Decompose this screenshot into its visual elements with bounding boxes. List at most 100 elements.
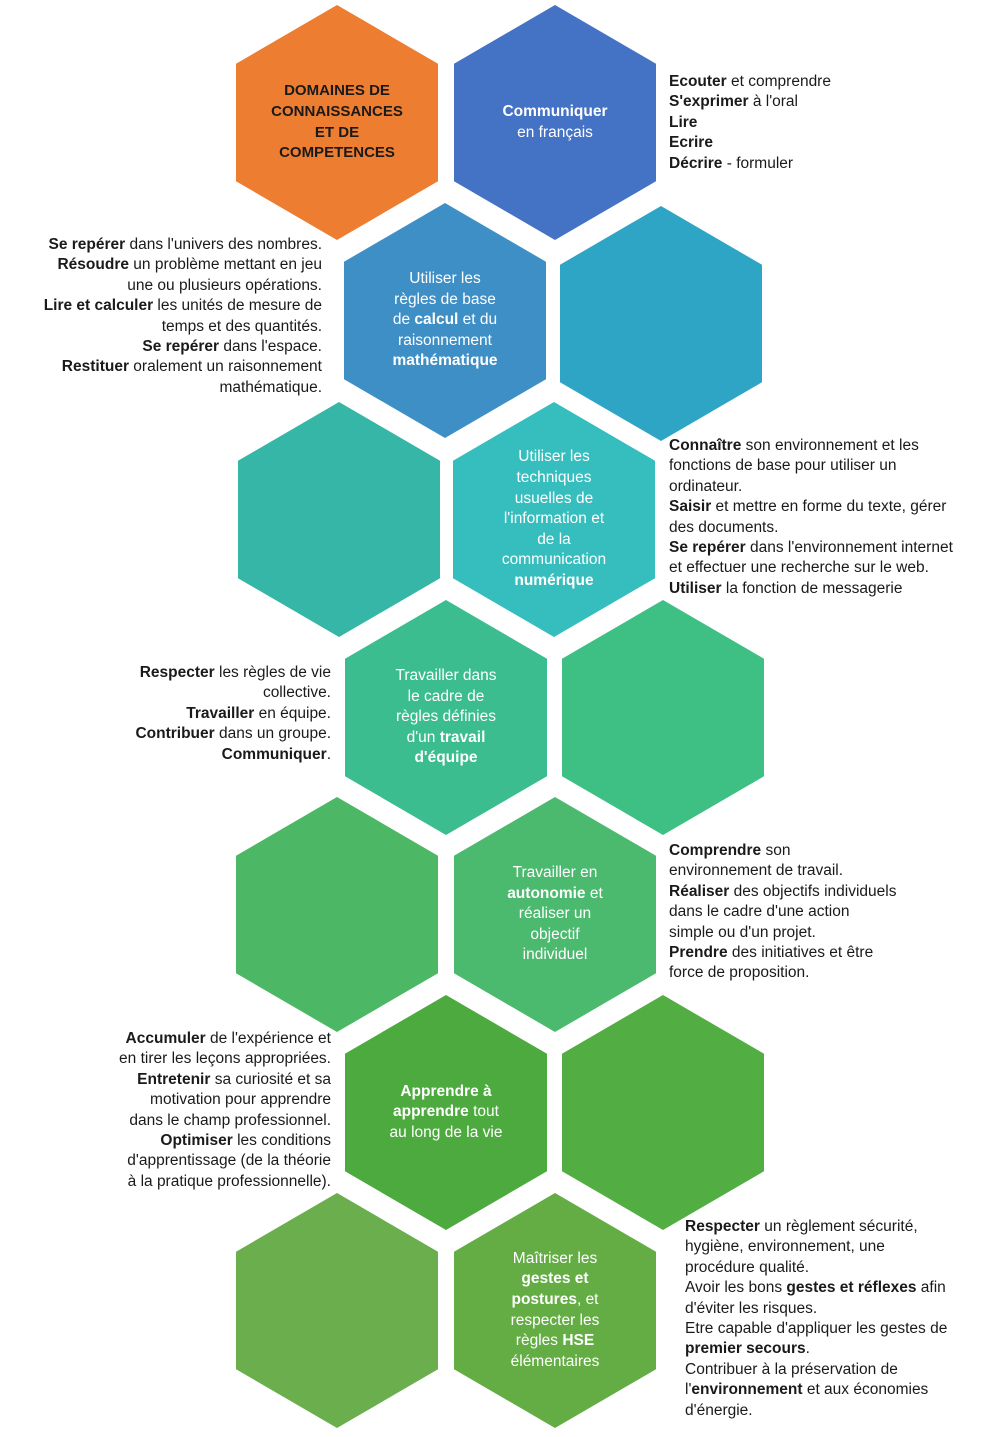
description-line: Avoir les bons gestes et réflexes afin bbox=[685, 1278, 947, 1298]
hexagon-label-line: COMPETENCES bbox=[271, 143, 403, 164]
bold-text: Utiliser bbox=[669, 579, 722, 597]
bold-text: CONNAISSANCES bbox=[271, 102, 403, 120]
text: usuelles de bbox=[514, 489, 594, 507]
text: force de proposition. bbox=[669, 964, 810, 982]
bold-text: gestes et bbox=[521, 1270, 589, 1288]
description-line: Etre capable d'appliquer les gestes de bbox=[685, 1319, 947, 1339]
text: Utiliser les bbox=[518, 448, 590, 466]
description-line: Se repérer dans l'espace. bbox=[44, 337, 322, 357]
hexagon-label-line: techniques bbox=[502, 468, 606, 489]
text: motivation pour apprendre bbox=[150, 1091, 331, 1109]
bold-text: numérique bbox=[514, 571, 594, 589]
description-line: environnement de travail. bbox=[669, 861, 896, 881]
text: sa curiosité et sa bbox=[210, 1070, 331, 1088]
description-line: Accumuler de l'expérience et bbox=[119, 1029, 331, 1049]
description-line: une ou plusieurs opérations. bbox=[44, 276, 322, 296]
bold-text: Ecrire bbox=[669, 134, 713, 152]
bold-text: Saisir bbox=[669, 498, 712, 516]
bold-text: Se repérer bbox=[48, 236, 126, 253]
description-line: Résoudre un problème mettant en jeu bbox=[44, 255, 322, 275]
description-line: Comprendre son bbox=[669, 841, 896, 861]
text: fonctions de base pour utiliser un bbox=[669, 457, 897, 475]
text: Travailler en bbox=[512, 864, 598, 882]
bold-text: Ecouter bbox=[669, 73, 727, 90]
hexagon-label-line: ET DE bbox=[271, 123, 403, 144]
bold-text: COMPETENCES bbox=[279, 144, 395, 162]
bold-text: HSE bbox=[562, 1332, 595, 1350]
hexagon-label-line: Communiquer bbox=[502, 102, 607, 123]
bold-text: Entretenir bbox=[137, 1070, 211, 1088]
hexagon-header bbox=[236, 5, 438, 240]
description-line: force de proposition. bbox=[669, 963, 896, 983]
hexagon-label-line: CONNAISSANCES bbox=[271, 102, 403, 123]
hexagon-label-line: d'un travail bbox=[395, 728, 496, 749]
bold-text: Apprendre à bbox=[400, 1082, 492, 1100]
text: mathématique. bbox=[219, 378, 322, 396]
text: en français bbox=[517, 123, 593, 141]
hexagon-label-line: de la bbox=[502, 530, 606, 551]
hexagon-label-line: usuelles de bbox=[502, 489, 606, 510]
bold-text: travail bbox=[439, 728, 486, 746]
text: . bbox=[326, 745, 331, 763]
hexagon-label-line: règles HSE bbox=[511, 1331, 600, 1352]
description-line: Restituer oralement un raisonnement bbox=[44, 357, 322, 377]
hexagon-math bbox=[344, 203, 546, 438]
description-line: Réaliser des objectifs individuels bbox=[669, 882, 896, 902]
description-line: Respecter un règlement sécurité, bbox=[685, 1217, 947, 1237]
bold-text: S'exprimer bbox=[669, 93, 749, 111]
hexagon-label-line: Travailler dans bbox=[395, 666, 496, 687]
bold-text: autonomie bbox=[507, 884, 586, 902]
bold-text: Lire et calculer bbox=[43, 297, 154, 315]
bold-text: environnement bbox=[691, 1381, 803, 1399]
hexagon-label-line: le cadre de bbox=[395, 687, 496, 708]
description-line: S'exprimer à l'oral bbox=[669, 92, 831, 112]
text: Etre capable d'appliquer les gestes de bbox=[685, 1320, 948, 1338]
text: respecter les bbox=[510, 1311, 600, 1329]
bold-text: Optimiser bbox=[160, 1132, 233, 1150]
text: et effectuer une recherche sur le web. bbox=[669, 559, 929, 577]
description-line: Communiquer. bbox=[135, 745, 331, 765]
text: Utiliser les bbox=[409, 270, 481, 288]
bold-text: Accumuler bbox=[125, 1030, 206, 1047]
bold-text: gestes et réflexes bbox=[786, 1279, 917, 1297]
text: raisonnement bbox=[398, 331, 492, 349]
text: d'apprentissage (de la théorie bbox=[127, 1152, 331, 1170]
description-line: motivation pour apprendre bbox=[119, 1090, 331, 1110]
text: , et bbox=[576, 1290, 599, 1308]
text: l' bbox=[685, 1381, 692, 1399]
description-line: procédure qualité. bbox=[685, 1258, 947, 1278]
text: d'un bbox=[406, 728, 440, 746]
hexagon-label-line: mathématique bbox=[392, 351, 497, 372]
text: . bbox=[805, 1340, 810, 1358]
hexagon-label-line: élémentaires bbox=[511, 1352, 600, 1373]
description-line: Lire et calculer les unités de mesure de bbox=[44, 296, 322, 316]
bold-text: Respecter bbox=[685, 1218, 760, 1235]
hexagon-label-line: règles définies bbox=[395, 707, 496, 728]
text: environnement de travail. bbox=[669, 862, 844, 880]
text: la fonction de messagerie bbox=[721, 579, 903, 597]
text: un règlement sécurité, bbox=[759, 1218, 918, 1235]
description-line: temps et des quantités. bbox=[44, 317, 322, 337]
text: élémentaires bbox=[510, 1352, 600, 1370]
text: dans l'environnement internet bbox=[745, 539, 953, 557]
text: oralement un raisonnement bbox=[128, 358, 322, 376]
bold-text: Restituer bbox=[61, 358, 129, 376]
description-line: mathématique. bbox=[44, 378, 322, 398]
bold-text: Respecter bbox=[139, 664, 215, 681]
text: à l'oral bbox=[748, 93, 798, 111]
hexagon-autonomie bbox=[454, 797, 656, 1032]
description-line: d'apprentissage (de la théorie bbox=[119, 1151, 331, 1171]
hexagon-label-line: communication bbox=[502, 550, 606, 571]
hexagon-label-line: au long de la vie bbox=[390, 1123, 503, 1144]
text: de l'expérience et bbox=[205, 1030, 331, 1047]
text: réaliser un bbox=[518, 905, 592, 923]
text: dans l'espace. bbox=[219, 338, 322, 356]
hexagon-label-line: respecter les bbox=[511, 1311, 600, 1332]
hexagon-label-line: Maîtriser les bbox=[511, 1249, 600, 1270]
